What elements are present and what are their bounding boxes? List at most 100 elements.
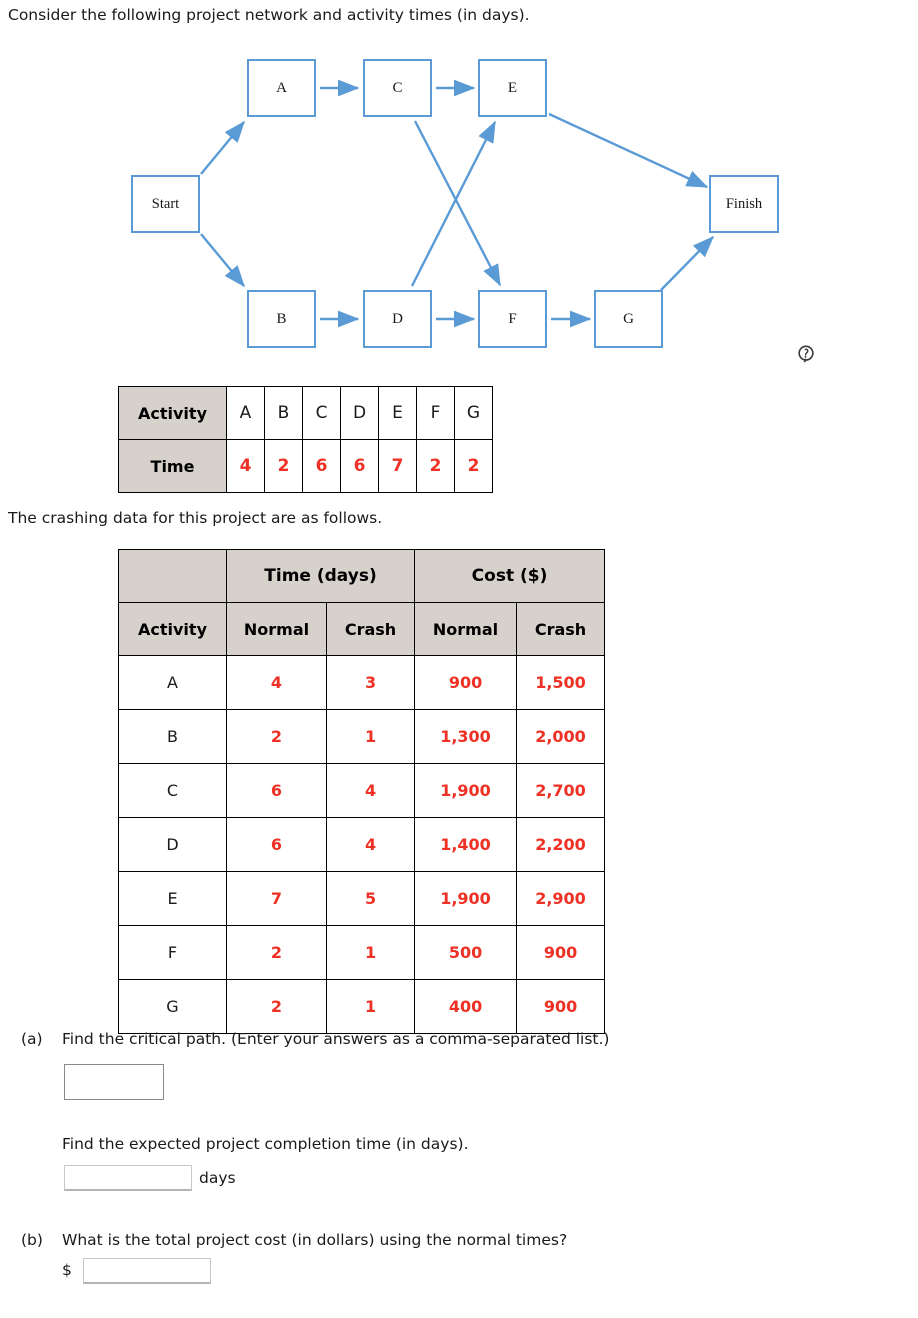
crash-group-cost-header: Cost ($) [414,549,606,603]
days-unit-label: days [199,1169,236,1187]
network-node-e-label: E [507,79,518,96]
crash-row-cost-crash: 2,200 [516,817,606,872]
table-row-time: Time 4 2 6 6 7 2 2 [118,439,493,493]
crash-row-cost-normal: 900 [414,655,518,710]
crash-row-cost-crash: 2,900 [516,871,606,926]
edge-c-f [413,120,502,287]
time-cell-a: 4 [226,439,265,493]
crash-row-time-normal: 4 [226,655,327,710]
crash-row-activity: G [118,979,227,1034]
activity-cell-b: B [264,386,303,440]
crash-row-cost-crash: 1,500 [516,655,606,710]
crash-corner-cell [118,549,227,603]
crash-row-cost-crash: 2,700 [516,763,606,818]
network-node-start-label: Start [151,195,180,212]
network-edges-svg [200,79,715,328]
crash-row-time-crash: 4 [325,763,416,818]
total-project-cost-input[interactable] [83,1258,211,1284]
crash-row-time-crash: 1 [325,709,416,764]
edge-start-a [200,120,245,175]
edge-g-finish [660,235,715,291]
time-cell-b: 2 [264,439,303,493]
crash-row-cost-normal: 1,300 [414,709,518,764]
question-a-subprompt: Find the expected project completion tim… [62,1135,469,1153]
crash-row-activity: D [118,817,227,872]
table-row: G 2 1 400 900 [118,979,606,1034]
time-cell-e: 7 [378,439,417,493]
edge-e-finish [548,112,709,189]
activity-row-header: Activity [118,386,227,440]
crash-row-time-normal: 6 [226,817,327,872]
table-row: E 7 5 1,900 2,900 [118,871,606,926]
activity-time-table: Activity A B C D E F G Time 4 2 6 6 7 2 … [118,386,493,493]
crash-row-cost-normal: 1,400 [414,817,518,872]
crash-row-time-crash: 4 [325,817,416,872]
crash-col-activity: Activity [118,602,227,656]
activity-cell-a: A [226,386,265,440]
network-node-d: D [363,290,432,348]
crash-row-cost-normal: 400 [414,979,518,1034]
network-node-b: B [247,290,316,348]
table-row: D 6 4 1,400 2,200 [118,817,606,872]
crash-row-cost-normal: 1,900 [414,763,518,818]
question-a-prompt: Find the critical path. (Enter your answ… [62,1030,610,1048]
completion-time-input[interactable] [64,1165,192,1191]
crash-row-time-crash: 1 [325,925,416,980]
activity-cell-e: E [378,386,417,440]
crash-row-cost-normal: 500 [414,925,518,980]
crash-col-cost-normal: Normal [414,602,518,656]
time-cell-d: 6 [340,439,379,493]
crashing-data-table: Time (days) Cost ($) Activity Normal Cra… [118,549,606,1034]
time-cell-c: 6 [302,439,341,493]
network-node-a: A [247,59,316,117]
crash-row-time-normal: 2 [226,979,327,1034]
table-row-group-header: Time (days) Cost ($) [118,549,606,603]
crash-row-activity: F [118,925,227,980]
network-node-finish: Finish [709,175,779,233]
time-cell-f: 2 [416,439,455,493]
crash-row-activity: B [118,709,227,764]
project-network-diagram: Start A C E Finish B D F G [0,40,918,370]
intro-paragraph: Consider the following project network a… [8,6,530,24]
table-row: C 6 4 1,900 2,700 [118,763,606,818]
time-row-header: Time [118,439,227,493]
network-node-b-label: B [276,310,287,327]
crash-col-time-normal: Normal [226,602,327,656]
crash-row-cost-crash: 900 [516,925,606,980]
network-node-d-label: D [392,310,403,327]
table-row: B 2 1 1,300 2,000 [118,709,606,764]
crash-group-time-header: Time (days) [225,549,416,603]
network-node-c-label: C [392,79,403,96]
question-b-marker: (b) [21,1231,43,1249]
network-node-g-label: G [623,310,634,327]
activity-cell-d: D [340,386,379,440]
crash-row-activity: E [118,871,227,926]
edge-d-e [410,120,497,287]
crash-row-cost-crash: 900 [516,979,606,1034]
activity-cell-g: G [454,386,493,440]
crash-row-time-normal: 7 [226,871,327,926]
edge-start-b [200,233,245,288]
network-node-finish-label: Finish [725,195,763,212]
crash-row-time-normal: 2 [226,709,327,764]
crash-row-activity: C [118,763,227,818]
network-node-start: Start [131,175,200,233]
crash-row-time-crash: 1 [325,979,416,1034]
critical-path-input[interactable] [64,1064,164,1100]
crash-row-time-crash: 5 [325,871,416,926]
time-cell-g: 2 [454,439,493,493]
question-a-marker: (a) [21,1030,43,1048]
currency-symbol: $ [62,1261,72,1279]
table-row: A 4 3 900 1,500 [118,655,606,710]
question-b-prompt: What is the total project cost (in dolla… [62,1231,568,1249]
crash-row-time-normal: 6 [226,763,327,818]
crash-row-time-crash: 3 [325,655,416,710]
network-node-a-label: A [276,79,287,96]
table-row-activity: Activity A B C D E F G [118,386,493,440]
network-node-c: C [363,59,432,117]
network-node-f: F [478,290,547,348]
info-icon[interactable] [796,344,816,364]
crash-col-cost-crash: Crash [516,602,606,656]
activity-cell-f: F [416,386,455,440]
table-row: F 2 1 500 900 [118,925,606,980]
